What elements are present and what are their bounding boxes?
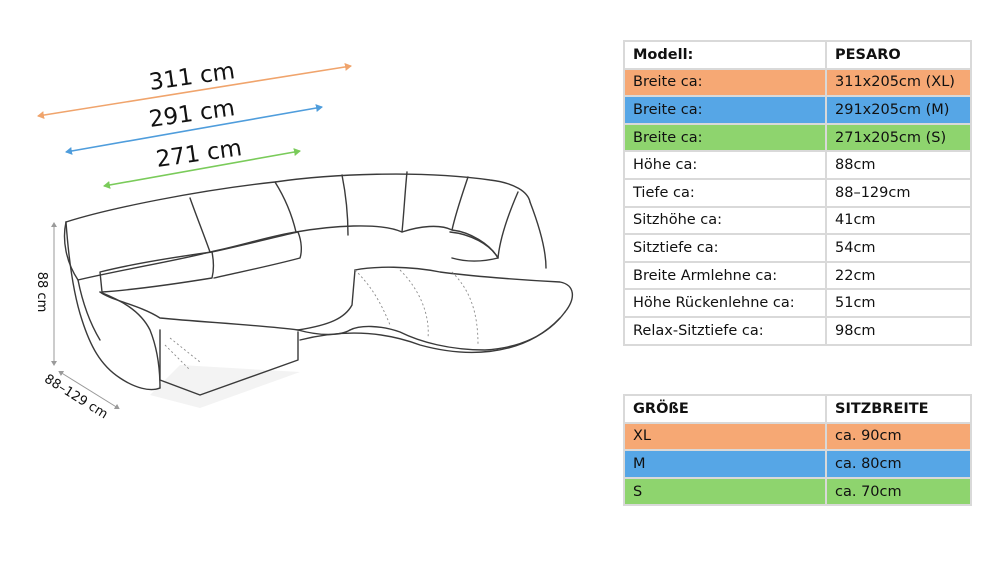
width-arrow-m	[65, 104, 323, 155]
size-label: XL	[623, 421, 827, 452]
spec-label: Höhe ca:	[623, 150, 827, 180]
spec-value: 51cm	[825, 288, 972, 318]
size-header-label: GRÖßE	[623, 394, 827, 424]
spec-label: Breite ca:	[623, 67, 827, 98]
spec-value: 311x205cm (XL)	[825, 67, 972, 98]
spec-value: 54cm	[825, 233, 972, 263]
height-label: 88 cm	[34, 272, 49, 313]
spec-row: Sitztiefe ca:54cm	[623, 233, 972, 263]
size-value: ca. 80cm	[825, 449, 972, 479]
spec-row: Tiefe ca:88–129cm	[623, 177, 972, 208]
spec-value: 41cm	[825, 205, 972, 236]
spec-row: Relax-Sitztiefe ca:98cm	[623, 315, 972, 346]
spec-label: Breite ca:	[623, 95, 827, 125]
spec-row: Sitzhöhe ca:41cm	[623, 205, 972, 236]
width-label-s: 271 cm	[155, 135, 244, 173]
size-header-value: SITZBREITE	[825, 394, 972, 424]
size-value: ca. 70cm	[825, 476, 972, 507]
spec-header-row: Modell:PESARO	[623, 40, 972, 70]
spec-row: Breite ca:291x205cm (M)	[623, 95, 972, 125]
width-arrow-s	[103, 148, 301, 189]
size-label: M	[623, 449, 827, 479]
spec-value: 22cm	[825, 260, 972, 291]
spec-value: 291x205cm (M)	[825, 95, 972, 125]
spec-header-value: PESARO	[825, 40, 972, 70]
spec-row: Höhe ca:88cm	[623, 150, 972, 180]
spec-row: Breite ca:271x205cm (S)	[623, 122, 972, 153]
spec-value: 271x205cm (S)	[825, 122, 972, 153]
spec-header-label: Modell:	[623, 40, 827, 70]
spec-label: Tiefe ca:	[623, 177, 827, 208]
spec-value: 88cm	[825, 150, 972, 180]
width-label-xl: 311 cm	[148, 58, 237, 96]
size-label: S	[623, 476, 827, 507]
spec-row: Breite ca:311x205cm (XL)	[623, 67, 972, 98]
spec-value: 98cm	[825, 315, 972, 346]
spec-label: Höhe Rückenlehne ca:	[623, 288, 827, 318]
spec-label: Sitzhöhe ca:	[623, 205, 827, 236]
spec-label: Breite Armlehne ca:	[623, 260, 827, 291]
spec-row: Breite Armlehne ca:22cm	[623, 260, 972, 291]
sofa-dimension-sketch: 311 cm 291 cm 271 cm 88 cm 88–129 cm	[34, 58, 573, 422]
spec-row: Höhe Rückenlehne ca:51cm	[623, 288, 972, 318]
width-label-m: 291 cm	[148, 95, 237, 133]
depth-arrow	[58, 370, 120, 410]
spec-label: Sitztiefe ca:	[623, 233, 827, 263]
spec-label: Relax-Sitztiefe ca:	[623, 315, 827, 346]
spec-value: 88–129cm	[825, 177, 972, 208]
sofa-drawing	[63, 171, 573, 408]
size-value: ca. 90cm	[825, 421, 972, 452]
spec-label: Breite ca:	[623, 122, 827, 153]
